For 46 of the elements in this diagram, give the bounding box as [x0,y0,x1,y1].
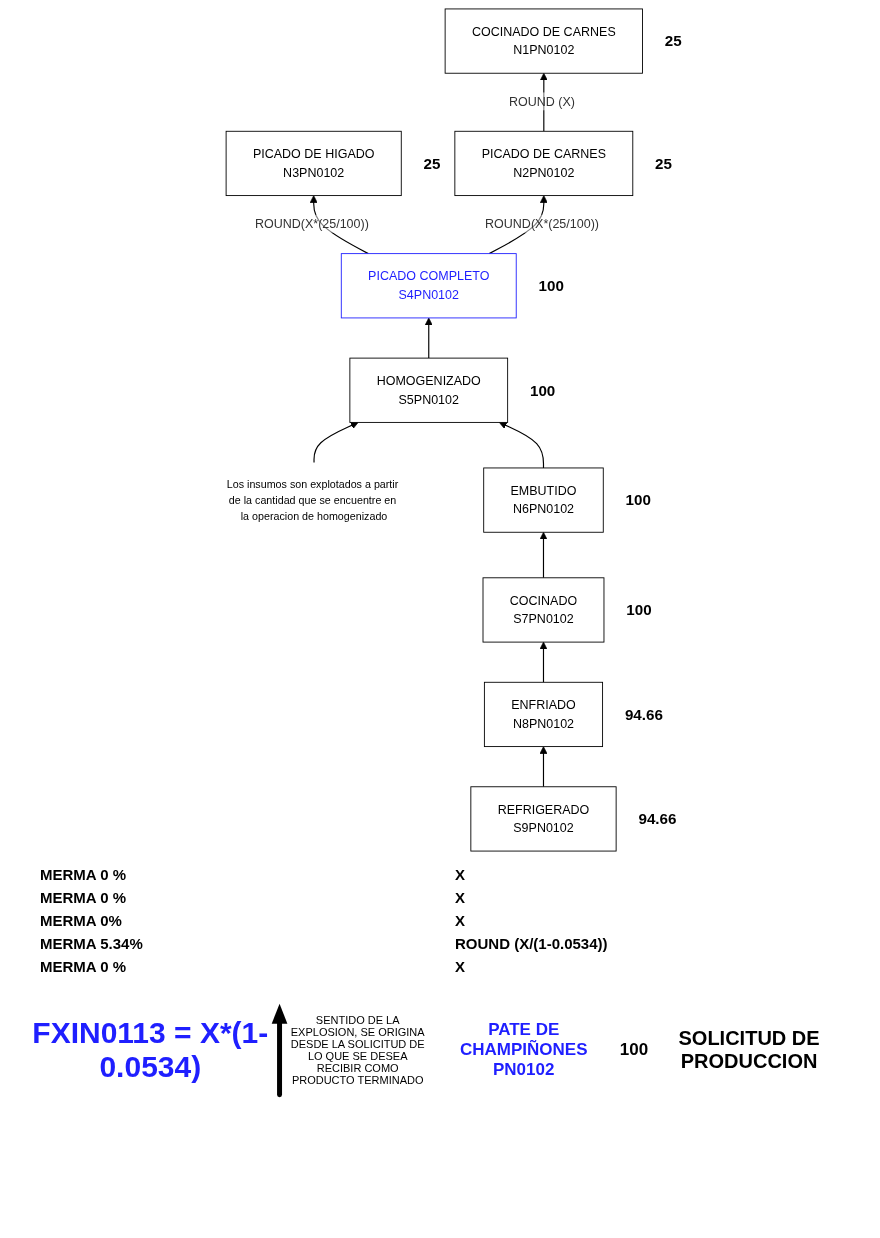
step-label: HOMOGENIZADO S5PN0102 [376,373,481,407]
explanation-note: SENTIDO DE LA EXPLOSION, SE ORIGINA DESDE LA SOLICITUD DE LO QUE SE DESEA RECIBIR COMO PRODUCTO TERMINADO [289,1014,426,1086]
quantity-formula: X [455,958,466,975]
quantity-formula: X [455,912,466,929]
quantity-formula: X [455,866,466,883]
arrow [539,531,548,579]
step-label: PICADO DE CARNES N2PN0102 [481,146,606,180]
quantity-value: 94.66 [624,705,663,723]
loss-label: MERMA 0 % [40,958,128,975]
step-label: PICADO DE HIGADO N3PN0102 [252,146,375,180]
quantity-value: 25 [655,154,672,172]
arrow [539,72,548,132]
quantity-value: 100 [625,491,651,509]
quantity-value: 100 [538,277,564,295]
formula-text: FXIN0113 = X*(1-0.0534) [31,1016,270,1084]
formula-label: ROUND(X*(25/100)) [483,214,601,233]
step-label: EMBUTIDO N6PN0102 [510,483,577,517]
quantity-formula: X [455,889,466,906]
arrow [539,641,548,683]
quantity-value: 100 [619,1040,649,1060]
quantity-value: 25 [423,154,441,172]
arrow [309,195,369,255]
step-label: COCINADO S7PN0102 [509,593,578,626]
quantity-value: 94.66 [638,810,677,828]
quantity-formula: ROUND (X/(1-0.0534)) [455,935,609,952]
loss-label: MERMA 0 % [40,889,128,906]
quantity-value: 25 [664,32,682,50]
quantity-value: 100 [626,601,652,619]
step-label: REFRIGERADO S9PN0102 [497,801,590,835]
arrow [488,195,548,255]
step-label: ENFRIADO N8PN0102 [511,697,576,731]
arrow [539,746,548,788]
product-name: PATE DE CHAMPIÑONES PN0102 [458,1020,589,1080]
arrow [424,317,433,359]
arrow [498,421,544,469]
step-label: PICADO COMPLETO S4PN0102 [368,268,490,302]
formula-label: ROUND (X) [507,92,577,111]
formula-label: ROUND(X*(25/100)) [253,214,371,233]
production-request-title: SOLICITUD DE PRODUCCION [677,1027,821,1073]
loss-label: MERMA 0% [40,912,123,929]
loss-label: MERMA 5.34% [40,935,144,952]
quantity-value: 100 [529,381,556,399]
loss-label: MERMA 0 % [40,866,128,883]
step-label: COCINADO DE CARNES N1PN0102 [471,24,616,58]
arrow [313,421,359,464]
note-text: Los insumos son explotados a partir de la cantidad que se encuentre en la operacion de homogenizado [226,477,399,523]
